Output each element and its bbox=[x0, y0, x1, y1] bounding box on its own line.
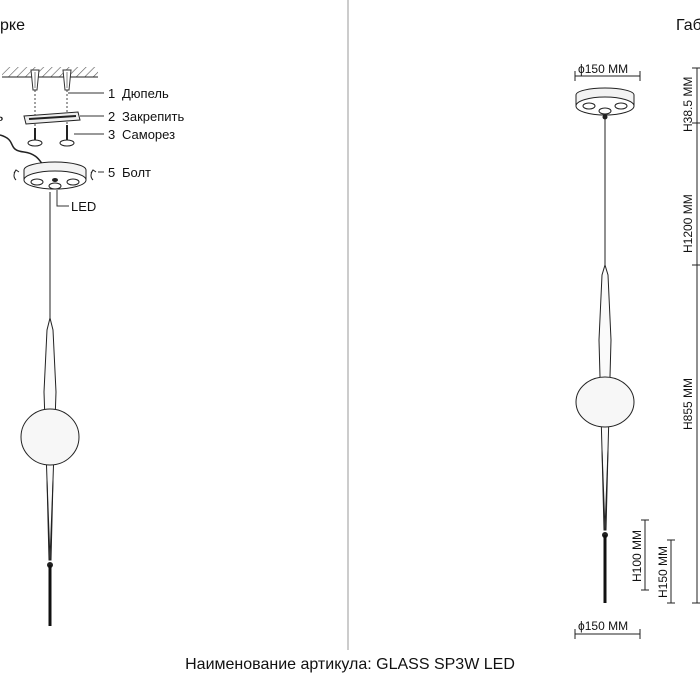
part-1-number: 1 bbox=[108, 86, 115, 101]
height-dimension-lines bbox=[641, 67, 700, 604]
top-diameter-dimension bbox=[574, 71, 641, 81]
part-2-number: 2 bbox=[108, 109, 115, 124]
led-label: LED bbox=[71, 199, 96, 214]
part-3-number: 3 bbox=[108, 127, 115, 142]
top-diameter-label: ϕ150 MM bbox=[578, 62, 628, 76]
canopy-right bbox=[575, 87, 635, 120]
part-5-number: 5 bbox=[108, 165, 115, 180]
dim-tail-height: H150 MM bbox=[656, 546, 670, 598]
bottom-diameter-dimension bbox=[574, 629, 641, 639]
dim-canopy-height: H38.5 MM bbox=[681, 77, 695, 132]
dim-body-height: H855 MM bbox=[681, 378, 695, 430]
dim-cable-length: H1200 MM bbox=[681, 194, 695, 253]
right-title-fragment: Габ bbox=[676, 17, 700, 34]
left-title-fragment: рке bbox=[0, 17, 25, 34]
part-2-label: Закрепить bbox=[122, 109, 184, 124]
mounting-bracket bbox=[23, 111, 81, 138]
ceiling bbox=[2, 67, 98, 78]
power-wire bbox=[0, 134, 45, 167]
article-caption: Наименование артикула: GLASS SP3W LED bbox=[185, 656, 515, 673]
bottom-diameter-label: ϕ150 MM bbox=[578, 619, 628, 633]
screws bbox=[27, 125, 75, 147]
part-1-label: Дюпель bbox=[122, 86, 169, 101]
lamp-body-left bbox=[20, 317, 80, 626]
dim-tip-height: H100 MM bbox=[630, 530, 644, 582]
dowels bbox=[30, 69, 72, 115]
part-leaders bbox=[56, 92, 104, 207]
part-3-label: Саморез bbox=[122, 127, 175, 142]
left-edge-fragment: ь bbox=[0, 108, 3, 124]
canopy-left bbox=[13, 161, 97, 190]
part-5-label: Болт bbox=[122, 165, 151, 180]
lamp-body-right bbox=[575, 263, 635, 603]
